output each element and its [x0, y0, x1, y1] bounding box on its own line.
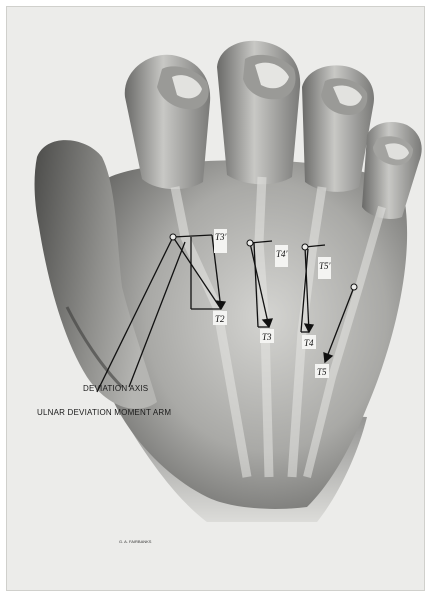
tendon-label-t4-upper: T4′ [276, 249, 289, 259]
tendon-label-t3-upper: T3′ [215, 232, 228, 242]
tendon-label-t5: T5 [317, 367, 327, 377]
artist-credit: G. A. FAIRBANKS [119, 539, 152, 544]
deviation-axis-label: DEVIATION AXIS [83, 384, 148, 393]
tendon-label-t2: T2 [215, 314, 225, 324]
palm [95, 160, 407, 509]
moment-arm-label: ULNAR DEVIATION MOMENT ARM [37, 408, 171, 417]
tendon-label-t3: T3 [262, 332, 272, 342]
hand-illustration: T3′ T4′ T5′ T2 T3 T4 T5 DEVIATION AXIS U… [7, 7, 424, 590]
tendon-label-t4: T4 [304, 338, 314, 348]
tendon-label-t5-upper: T5′ [319, 261, 332, 271]
figure-frame: T3′ T4′ T5′ T2 T3 T4 T5 DEVIATION AXIS U… [6, 6, 425, 591]
